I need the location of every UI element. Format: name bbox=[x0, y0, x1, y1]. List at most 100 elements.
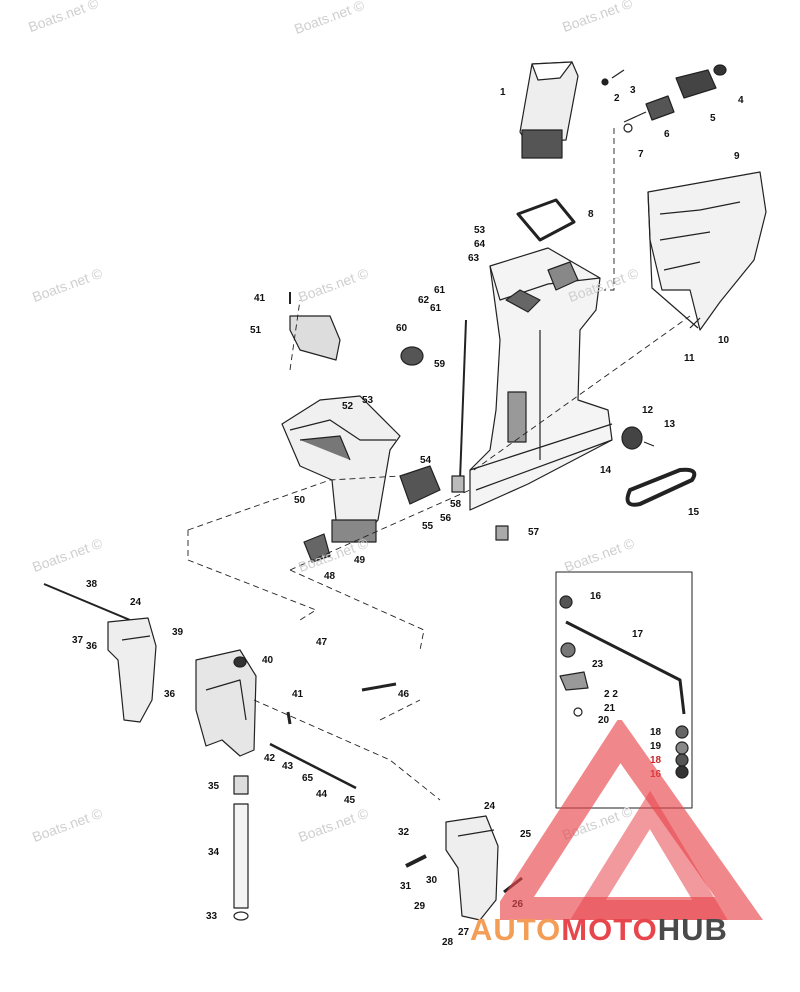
part-14-driveshaft-housing bbox=[469, 247, 613, 511]
callout-label: 9 bbox=[734, 151, 740, 162]
part-8-gasket bbox=[516, 198, 576, 242]
part-15-seal bbox=[625, 467, 697, 507]
part-48-bracket bbox=[303, 533, 331, 563]
callout-label: 46 bbox=[398, 689, 410, 700]
callout-label: 28 bbox=[442, 937, 454, 948]
part-1-exhaust-tube bbox=[519, 61, 579, 159]
callout-label: 29 bbox=[414, 901, 426, 912]
callout-label: 62 bbox=[418, 295, 430, 306]
part-58-rod-end bbox=[451, 475, 465, 493]
callout-label: 40 bbox=[262, 655, 274, 666]
logo-part-auto: AUTO bbox=[470, 912, 562, 947]
callout-label: 23 bbox=[592, 659, 604, 670]
callout-label: 44 bbox=[316, 789, 328, 800]
part-12-mount bbox=[621, 426, 655, 450]
callout-label: 58 bbox=[450, 499, 462, 510]
callout-label: 31 bbox=[400, 881, 412, 892]
callout-label: 36 bbox=[86, 641, 98, 652]
callout-label: 30 bbox=[426, 875, 438, 886]
logo-part-moto: MOTO bbox=[561, 912, 658, 947]
part-4-5-6-bellows bbox=[623, 64, 727, 133]
part-38-tube-rod bbox=[43, 583, 131, 621]
callout-label: 53 bbox=[362, 395, 374, 406]
callout-label: 50 bbox=[294, 495, 306, 506]
part-31-stud bbox=[405, 854, 427, 868]
steering-link-inset-box bbox=[555, 571, 693, 809]
part-49-exhaust-housing bbox=[281, 395, 401, 543]
callout-label: 56 bbox=[440, 513, 452, 524]
callout-label: 14 bbox=[600, 465, 612, 476]
part-54-plate bbox=[399, 465, 441, 505]
brand-logo-text: AUTOMOTOHUB bbox=[470, 912, 728, 948]
callout-label: 1 bbox=[500, 87, 506, 98]
callout-label: 17 bbox=[632, 629, 644, 640]
callout-label: 33 bbox=[206, 911, 218, 922]
callout-label: 5 bbox=[710, 113, 716, 124]
callout-label: 61 bbox=[430, 303, 442, 314]
callout-label: 12 bbox=[642, 405, 654, 416]
callout-label: 10 bbox=[718, 335, 730, 346]
callout-label: 39 bbox=[172, 627, 184, 638]
callout-label: 41 bbox=[292, 689, 304, 700]
callout-label: 60 bbox=[396, 323, 408, 334]
callout-label: 2 2 bbox=[604, 689, 618, 700]
callout-label: 37 bbox=[72, 635, 84, 646]
callout-label: 21 bbox=[604, 703, 616, 714]
callout-label: 55 bbox=[422, 521, 434, 532]
callout-label: 36 bbox=[164, 689, 176, 700]
callout-label: 45 bbox=[344, 795, 356, 806]
callout-label: 11 bbox=[684, 353, 695, 364]
callout-label: 3 bbox=[630, 85, 636, 96]
logo-part-hub: HUB bbox=[657, 912, 728, 947]
part-46-bolt bbox=[361, 682, 397, 692]
part-40-swivel-bracket bbox=[195, 649, 257, 757]
callout-label: 13 bbox=[664, 419, 676, 430]
callout-label: 41 bbox=[254, 293, 266, 304]
part-34-tube bbox=[233, 803, 249, 909]
callout-label: 65 bbox=[302, 773, 314, 784]
part-65-tilt-tube bbox=[269, 742, 357, 790]
part-2-3-screw bbox=[601, 69, 625, 86]
part-24-left-clamp-bracket bbox=[107, 617, 157, 723]
callout-label: 27 bbox=[458, 927, 470, 938]
callout-label: 15 bbox=[688, 507, 700, 518]
part-10-side-cover bbox=[647, 171, 767, 331]
callout-label: 25 bbox=[520, 829, 532, 840]
callout-label: 49 bbox=[354, 555, 366, 566]
callout-label: 18 bbox=[650, 755, 662, 766]
callout-label: 32 bbox=[398, 827, 410, 838]
callout-label: 6 bbox=[664, 129, 670, 140]
part-17-steering-link bbox=[559, 595, 689, 779]
callout-label: 7 bbox=[638, 149, 644, 160]
callout-label: 42 bbox=[264, 753, 276, 764]
leader-lines bbox=[187, 128, 691, 801]
part-60-grommet bbox=[400, 346, 424, 366]
callout-label: 8 bbox=[588, 209, 594, 220]
callout-label: 59 bbox=[434, 359, 446, 370]
callout-label: 4 bbox=[738, 95, 744, 106]
callout-label: 24 bbox=[130, 597, 142, 608]
callout-label: 63 bbox=[468, 253, 480, 264]
brand-logo-triangle bbox=[500, 720, 763, 920]
callout-label: 61 bbox=[434, 285, 446, 296]
callout-label: 2 bbox=[614, 93, 620, 104]
callout-label: 16 bbox=[590, 591, 602, 602]
callout-label: 54 bbox=[420, 455, 432, 466]
part-51-bracket bbox=[289, 315, 341, 361]
callout-label: 48 bbox=[324, 571, 336, 582]
callout-label: 20 bbox=[598, 715, 610, 726]
callout-label: 38 bbox=[86, 579, 98, 590]
callout-label: 35 bbox=[208, 781, 220, 792]
callout-label: 53 bbox=[474, 225, 486, 236]
part-24-right-clamp-bracket bbox=[445, 815, 499, 921]
part-59-shift-rod bbox=[459, 319, 467, 481]
callout-label: 47 bbox=[316, 637, 328, 648]
callout-label: 18 bbox=[650, 727, 662, 738]
part-57-bushing bbox=[495, 525, 509, 541]
callout-label: 52 bbox=[342, 401, 354, 412]
callout-label: 64 bbox=[474, 239, 486, 250]
callout-label: 43 bbox=[282, 761, 294, 772]
callout-label: 51 bbox=[250, 325, 262, 336]
callout-label: 24 bbox=[484, 801, 496, 812]
